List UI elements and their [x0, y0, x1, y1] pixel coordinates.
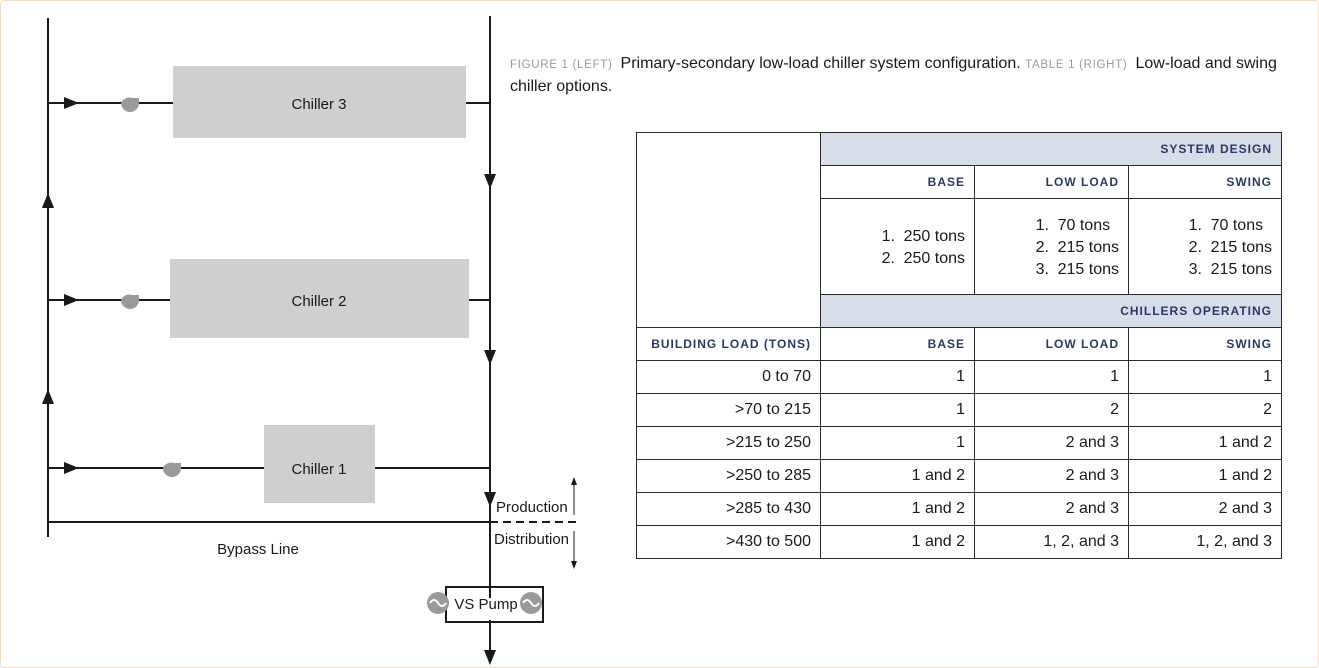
flow-arrow-icon: [484, 350, 496, 365]
capacity-list: 1.70 tons 2.215 tons 3.215 tons: [1188, 216, 1272, 278]
swing-cell: 1 and 2: [1128, 459, 1282, 493]
figure-caption: FIGURE 1 (LEFT) Primary-secondary low-loa…: [510, 53, 1300, 98]
load-cell: >285 to 430: [636, 492, 821, 526]
pump-icon: [121, 97, 139, 112]
base-cell: 1: [820, 360, 975, 394]
load-cell: >70 to 215: [636, 393, 821, 427]
bypass-line-label: Bypass Line: [217, 541, 299, 558]
table-row: >285 to 430 1 and 2 2 and 3 2 and 3: [636, 492, 1282, 526]
low-load-cell: 2: [974, 393, 1129, 427]
pump-icon: [121, 294, 139, 309]
design-col-swing: SWING: [1128, 165, 1282, 199]
table-caption-text: Low-load and swing chiller options.: [510, 55, 1277, 95]
table-row: 0 to 70 1 1 1: [636, 360, 1282, 394]
capacity-swing-cell: 1.70 tons 2.215 tons 3.215 tons: [1128, 198, 1282, 295]
chiller-2-box: [170, 259, 469, 338]
table-corner-cell: [636, 132, 821, 328]
swing-cell: 2: [1128, 393, 1282, 427]
load-cell: >215 to 250: [636, 426, 821, 460]
table-row: >250 to 285 1 and 2 2 and 3 1 and 2: [636, 459, 1282, 493]
figure-label: FIGURE 1 (LEFT): [510, 59, 613, 71]
flow-arrow-icon: [484, 174, 496, 189]
low-load-cell: 2 and 3: [974, 459, 1129, 493]
load-cell: >430 to 500: [636, 525, 821, 559]
building-load-header: BUILDING LOAD (TONS): [636, 327, 821, 361]
production-label: Production: [496, 499, 568, 516]
capacity-low-load-cell: 1.70 tons 2.215 tons 3.215 tons: [974, 198, 1129, 295]
flow-arrow-icon: [42, 389, 54, 404]
wave-icon: [522, 599, 540, 607]
table-row: >215 to 250 1 2 and 3 1 and 2: [636, 426, 1282, 460]
operating-col-base: BASE: [820, 327, 975, 361]
chiller-system-diagram: Chiller 3 Chiller 2 Chiller 1 Bypass Lin…: [42, 16, 578, 665]
swing-cell: 1: [1128, 360, 1282, 394]
operating-col-swing: SWING: [1128, 327, 1282, 361]
chiller-1-box: [264, 425, 375, 503]
vs-pump-label: VS Pump: [454, 596, 517, 613]
swing-cell: 1, 2, and 3: [1128, 525, 1282, 559]
flow-arrow-icon: [42, 193, 54, 208]
flow-arrow-icon: [484, 492, 496, 507]
system-design-header: SYSTEM DESIGN: [820, 132, 1282, 166]
chillers-operating-header: CHILLERS OPERATING: [820, 294, 1282, 328]
flow-arrow-icon: [64, 97, 79, 109]
load-cell: 0 to 70: [636, 360, 821, 394]
arrow-down-icon: [571, 561, 577, 569]
base-cell: 1: [820, 393, 975, 427]
low-load-cell: 2 and 3: [974, 492, 1129, 526]
design-col-low-load: LOW LOAD: [974, 165, 1129, 199]
pump-icon: [163, 462, 181, 477]
table-row: >430 to 500 1 and 2 1, 2, and 3 1, 2, an…: [636, 525, 1282, 559]
chiller-2-label: Chiller 2: [291, 293, 346, 310]
chiller-3-box: [173, 66, 466, 138]
operating-col-low-load: LOW LOAD: [974, 327, 1129, 361]
low-load-cell: 1, 2, and 3: [974, 525, 1129, 559]
load-cell: >250 to 285: [636, 459, 821, 493]
swing-cell: 1 and 2: [1128, 426, 1282, 460]
distribution-label: Distribution: [494, 531, 569, 548]
base-cell: 1: [820, 426, 975, 460]
base-cell: 1 and 2: [820, 459, 975, 493]
chiller-options-table: SYSTEM DESIGN BASE LOW LOAD SWING 1.250 …: [636, 132, 1282, 559]
wave-icon: [429, 599, 447, 607]
chiller-1-label: Chiller 1: [291, 461, 346, 478]
base-cell: 1 and 2: [820, 525, 975, 559]
table-label: TABLE 1 (RIGHT): [1025, 59, 1128, 71]
design-col-base: BASE: [820, 165, 975, 199]
figure-caption-text: Primary-secondary low-load chiller syste…: [620, 55, 1021, 72]
flow-arrow-icon: [484, 650, 496, 665]
chiller-3-label: Chiller 3: [291, 96, 346, 113]
capacity-base-cell: 1.250 tons 2.250 tons: [820, 198, 975, 295]
swing-cell: 2 and 3: [1128, 492, 1282, 526]
arrow-up-icon: [571, 477, 577, 485]
flow-arrow-icon: [64, 294, 79, 306]
vs-pump: VS Pump: [427, 592, 542, 614]
capacity-list: 1.70 tons 2.215 tons 3.215 tons: [1035, 216, 1119, 278]
base-cell: 1 and 2: [820, 492, 975, 526]
low-load-cell: 1: [974, 360, 1129, 394]
flow-arrow-icon: [64, 462, 79, 474]
low-load-cell: 2 and 3: [974, 426, 1129, 460]
table-row: >70 to 215 1 2 2: [636, 393, 1282, 427]
capacity-list: 1.250 tons 2.250 tons: [881, 227, 965, 267]
